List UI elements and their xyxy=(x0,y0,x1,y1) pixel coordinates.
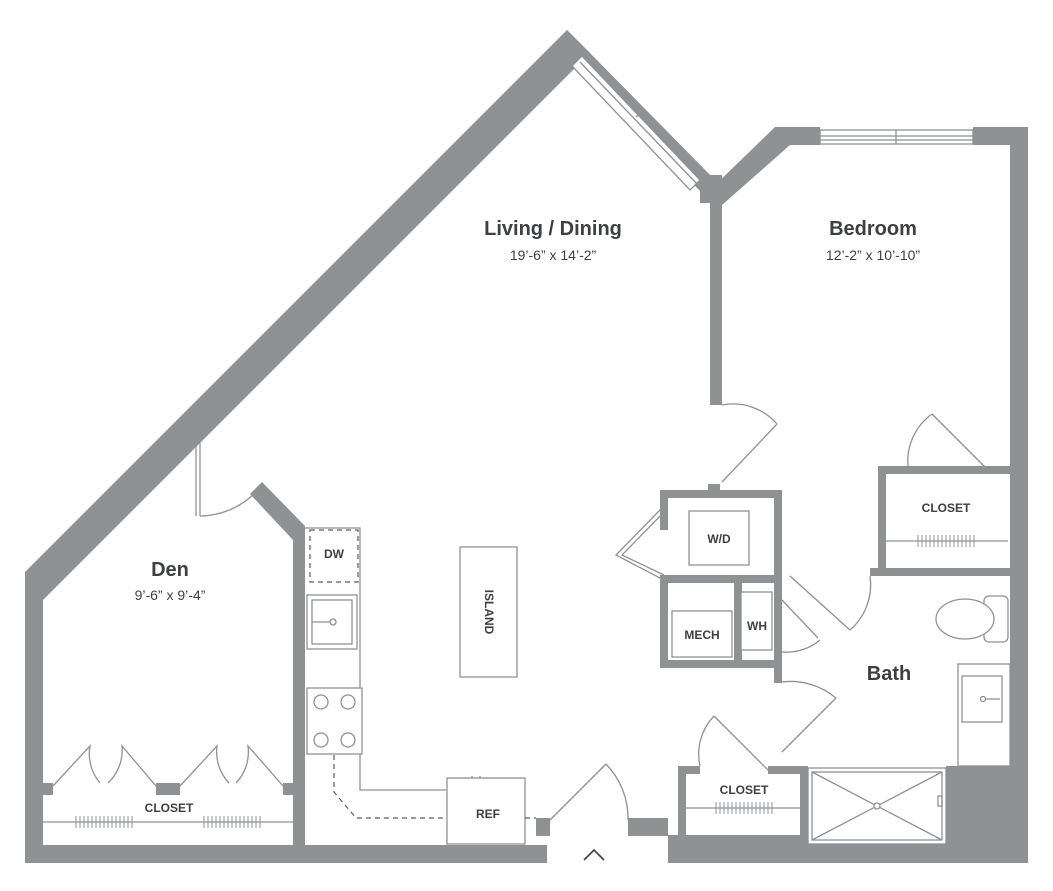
entry-arrow xyxy=(583,848,605,861)
label-wd: W/D xyxy=(707,532,731,546)
door-laundry xyxy=(614,509,665,579)
water-heater xyxy=(740,591,773,651)
label-closet-bedroom: CLOSET xyxy=(922,501,971,515)
door-bedroom-closet xyxy=(907,413,987,469)
kitchen-island xyxy=(459,546,518,678)
room-name-den: Den xyxy=(151,559,189,581)
closet-rods xyxy=(43,535,1008,828)
label-mech: MECH xyxy=(684,628,719,642)
doors xyxy=(52,403,987,821)
label-dw: DW xyxy=(324,547,345,561)
refrigerator xyxy=(446,777,526,845)
door-wh xyxy=(781,599,821,653)
toilet xyxy=(935,595,1009,643)
room-dims-living: 19’-6” x 14’-2” xyxy=(510,247,597,263)
door-entry xyxy=(549,763,629,821)
label-closet-den: CLOSET xyxy=(145,801,194,815)
utility-appliances xyxy=(671,510,773,658)
windows xyxy=(571,55,974,191)
bath-fixtures xyxy=(807,595,1011,845)
interior-walls xyxy=(43,195,1010,863)
door-bath-lower xyxy=(781,680,837,753)
shower xyxy=(807,767,947,845)
room-name-bedroom: Bedroom xyxy=(829,218,917,240)
vanity xyxy=(957,663,1011,767)
door-entry-closet xyxy=(698,715,769,771)
label-wh: WH xyxy=(747,619,767,633)
labels: Living / Dining 19’-6” x 14’-2” Bedroom … xyxy=(135,218,971,821)
door-bath xyxy=(789,575,872,631)
door-den-closet xyxy=(52,743,284,787)
cooktop xyxy=(306,687,363,755)
label-island: ISLAND xyxy=(482,590,496,635)
room-dims-bedroom: 12’-2” x 10’-10” xyxy=(826,247,920,263)
room-name-bath: Bath xyxy=(867,663,911,685)
room-dims-den: 9’-6” x 9’-4” xyxy=(135,587,206,603)
label-ref: REF xyxy=(476,807,500,821)
label-closet-entry: CLOSET xyxy=(720,783,769,797)
mech-unit xyxy=(671,610,733,658)
door-bedroom xyxy=(721,403,778,483)
washer-dryer xyxy=(688,510,750,566)
room-name-living: Living / Dining xyxy=(484,218,622,240)
door-den xyxy=(195,436,255,517)
kitchen xyxy=(305,527,536,845)
dishwasher xyxy=(309,529,359,583)
chevron-up-icon xyxy=(583,848,605,861)
window-living xyxy=(571,55,701,191)
window-bedroom xyxy=(819,129,974,145)
exterior-walls xyxy=(25,30,1028,863)
